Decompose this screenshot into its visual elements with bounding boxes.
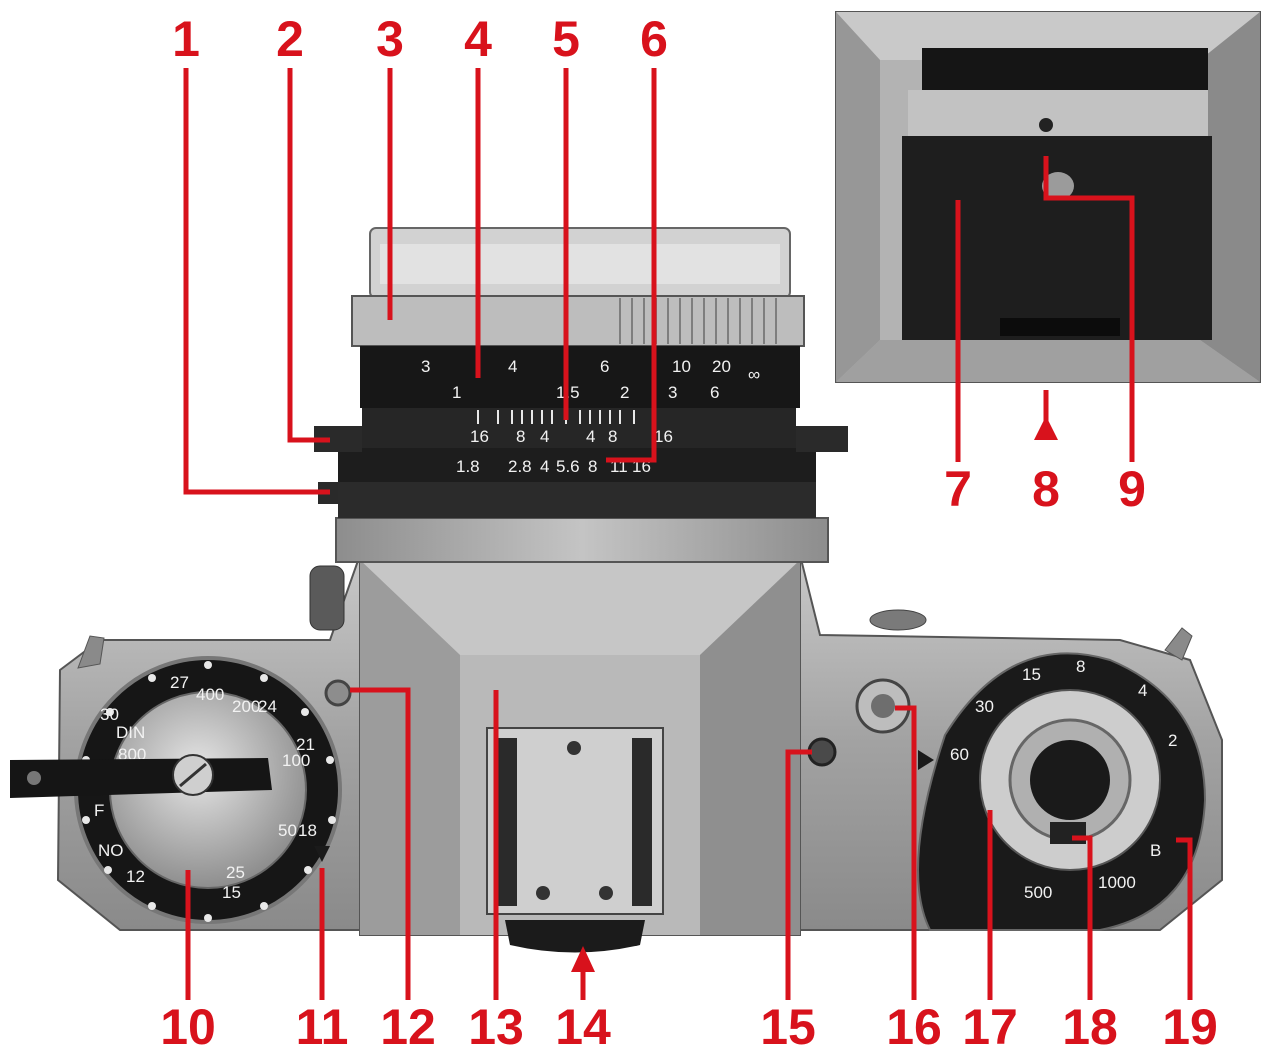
film-index-mark [314, 846, 330, 862]
shutter-index-mark [918, 750, 934, 770]
film-dial-number: 100 [282, 751, 310, 770]
film-dial-number: 30 [100, 705, 119, 724]
dof-label: 8 [516, 427, 525, 446]
lens-mount-collar [335, 517, 829, 563]
distance-m-label: 3 [668, 383, 677, 402]
callout-4: 4 [464, 11, 492, 67]
film-dial-number: 27 [170, 673, 189, 692]
callout-19: 19 [1162, 999, 1218, 1053]
film-dial-number: F [94, 801, 104, 820]
callout-5: 5 [552, 11, 580, 67]
film-dial-number: 12 [126, 867, 145, 886]
shutter-speed-number: 60 [950, 745, 969, 764]
callout-12: 12 [380, 999, 436, 1053]
callout-numbers: 1 2 3 4 5 6 7 8 9 10 11 12 13 14 15 16 1… [160, 11, 1218, 1053]
rewind-crank[interactable] [10, 754, 272, 798]
flash-socket [324, 679, 352, 707]
arrow-icon [1034, 416, 1058, 440]
callout-15: 15 [760, 999, 816, 1053]
callout-8: 8 [1032, 461, 1060, 517]
distance-ft-label: 20 [712, 357, 731, 376]
aperture-label: 5.6 [556, 457, 580, 476]
dof-label: 16 [470, 427, 489, 446]
aperture-label: 8 [588, 457, 597, 476]
callout-3: 3 [376, 11, 404, 67]
dof-label: 4 [586, 427, 595, 446]
aperture-label: 4 [540, 457, 549, 476]
shutter-speed-number: 30 [975, 697, 994, 716]
shutter-speed-number: 15 [1022, 665, 1041, 684]
film-dial-number: 24 [258, 697, 277, 716]
dof-label: 4 [540, 427, 549, 446]
distance-ft-label: 10 [672, 357, 691, 376]
callout-16: 16 [886, 999, 942, 1053]
distance-scale-feet: 3 4 6 10 20 ∞ [421, 357, 760, 384]
inset-accessory-shoe [835, 11, 1261, 383]
eyepiece [505, 920, 645, 953]
film-counter [869, 609, 927, 631]
distance-m-label: 2 [620, 383, 629, 402]
callout-14: 14 [555, 999, 611, 1053]
accessory-shoe [486, 727, 664, 915]
distance-ft-label: ∞ [748, 365, 760, 384]
aperture-label: 2.8 [508, 457, 532, 476]
shutter-speed-number: 2 [1168, 731, 1177, 750]
callout-11: 11 [296, 999, 349, 1053]
callout-17: 17 [962, 999, 1018, 1053]
lens [314, 227, 848, 518]
distance-m-label: 1 [452, 383, 461, 402]
distance-ft-label: 3 [421, 357, 430, 376]
distance-ft-label: 4 [508, 357, 517, 376]
callout-6: 6 [640, 11, 668, 67]
shutter-speed-number: B [1150, 841, 1161, 860]
shutter-speed-number: 8 [1076, 657, 1085, 676]
leader-lines [183, 68, 1193, 1000]
callout-18: 18 [1062, 999, 1118, 1053]
callout-7: 7 [944, 461, 972, 517]
dof-label: 8 [608, 427, 617, 446]
callout-9: 9 [1118, 461, 1146, 517]
depth-of-field-scale: 16 8 4 4 8 16 [470, 427, 673, 446]
film-dial-number: DIN [116, 723, 145, 742]
distance-ft-label: 6 [600, 357, 609, 376]
arrow-icon [571, 946, 595, 972]
distance-m-label: 6 [710, 383, 719, 402]
film-dial-number: 21 [296, 735, 315, 754]
shutter-speed-number: 1000 [1098, 873, 1136, 892]
aperture-label: 1.8 [456, 457, 480, 476]
film-dial-number: 15 [222, 883, 241, 902]
shutter-speed-number: 500 [1024, 883, 1052, 902]
callout-13: 13 [468, 999, 524, 1053]
film-dial-number: 50 [278, 821, 297, 840]
film-dial-number: 400 [196, 685, 224, 704]
front-knob[interactable] [309, 565, 345, 631]
film-dial-number: 18 [298, 821, 317, 840]
callout-10: 10 [160, 999, 216, 1053]
shutter-speed-number: 4 [1138, 681, 1147, 700]
film-dial-number: 25 [226, 863, 245, 882]
dof-label: 16 [654, 427, 673, 446]
self-timer-button[interactable] [807, 737, 837, 767]
callout-1: 1 [172, 11, 200, 67]
callout-2: 2 [276, 11, 304, 67]
film-dial-number: 200 [232, 697, 260, 716]
film-dial-number: NO [98, 841, 124, 860]
